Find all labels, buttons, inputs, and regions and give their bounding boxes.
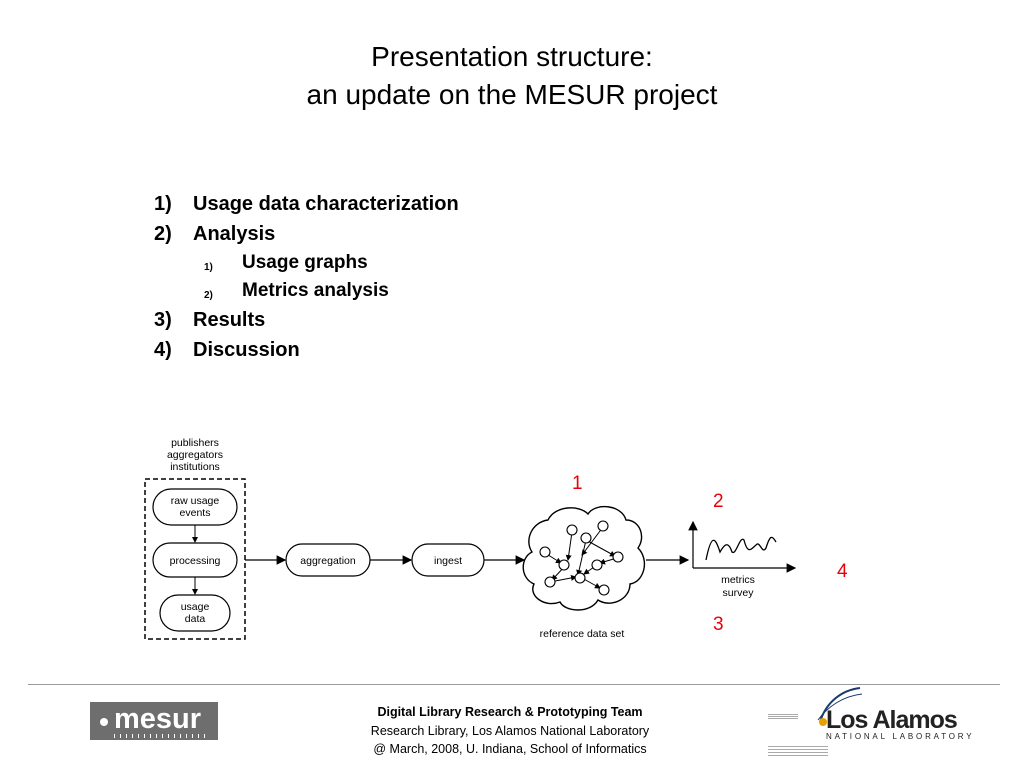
graph-edge: [581, 526, 604, 556]
processing-label: processing: [170, 555, 221, 567]
slide-title-line1: Presentation structure:: [371, 41, 653, 72]
outline-number: 1): [204, 262, 213, 273]
metrics-survey-label-2: survey: [723, 587, 755, 599]
lanl-fineprint-bottom: [768, 746, 828, 756]
reference-data-set-label: reference data set: [540, 628, 625, 640]
lanl-swoosh-icon: [817, 687, 863, 723]
graph-edge: [576, 539, 587, 576]
graph-node: [598, 584, 610, 596]
sources-label-3: institutions: [170, 461, 220, 473]
outline-label: Discussion: [193, 339, 300, 361]
outline-number: 3): [154, 309, 172, 331]
marker-2: 2: [713, 491, 724, 512]
graph-node: [612, 551, 624, 563]
graph-node: [597, 520, 609, 532]
outline-label: Results: [193, 309, 266, 331]
footer-credits: Digital Library Research & Prototyping T…: [300, 703, 720, 759]
graph-node: [539, 546, 551, 558]
metrics-line: [705, 536, 777, 561]
lanl-logo: Los Alamos NATIONAL LABORATORY: [760, 684, 972, 764]
marker-1: 1: [572, 473, 583, 494]
footer-divider: [28, 684, 1000, 685]
mesur-logo-text: mesur: [114, 703, 202, 735]
sources-container: [144, 478, 246, 640]
usage-data-label-2: data: [185, 613, 206, 625]
graph-node: [580, 532, 592, 544]
usage-data-node: [159, 594, 231, 632]
mesur-logo-dot: [100, 718, 108, 726]
slide-title: Presentation structure: an update on the…: [0, 38, 1024, 114]
raw-usage-events-label-1: raw usage: [171, 495, 220, 507]
sources-label-2: aggregators: [167, 449, 223, 461]
outline-label: Analysis: [193, 223, 276, 245]
aggregation-label: aggregation: [300, 555, 356, 567]
outline-list: 1) Usage data characterization 2) Analys…: [154, 193, 459, 361]
lanl-name: Los Alamos: [826, 706, 958, 734]
graph-node: [566, 524, 578, 536]
reference-data-cloud: [522, 505, 646, 611]
outline-label: Usage graphs: [242, 252, 368, 273]
usage-data-label-1: usage: [181, 601, 210, 613]
marker-3: 3: [713, 614, 724, 635]
lanl-subtitle: NATIONAL LABORATORY: [826, 732, 975, 741]
graph-node: [591, 559, 603, 571]
metrics-survey-label-1: metrics: [721, 574, 755, 586]
footer-event: @ March, 2008, U. Indiana, School of Inf…: [373, 742, 647, 756]
outline-number: 1): [154, 193, 172, 215]
sources-label-1: publishers: [171, 437, 219, 449]
ingest-label: ingest: [434, 555, 462, 567]
slide-title-line2: an update on the MESUR project: [306, 79, 718, 110]
footer-team: Digital Library Research & Prototyping T…: [377, 705, 643, 719]
outline-number: 4): [154, 339, 172, 361]
graph-node: [544, 576, 556, 588]
lanl-fineprint-left: [768, 714, 798, 720]
footer-org: Research Library, Los Alamos National La…: [370, 723, 650, 738]
graph-nodes: [539, 520, 624, 596]
outline-label: Metrics analysis: [242, 280, 389, 301]
outline-label: Usage data characterization: [193, 193, 459, 215]
graph-node: [558, 559, 570, 571]
mesur-logo-ticks: [114, 734, 210, 738]
graph-node: [574, 572, 586, 584]
graph-edge: [585, 539, 616, 557]
marker-4: 4: [837, 561, 848, 582]
outline-number: 2): [204, 290, 213, 301]
mesur-logo: mesur: [90, 702, 218, 740]
outline-number: 2): [154, 223, 172, 245]
lanl-dot: [819, 718, 827, 726]
raw-usage-events-label-2: events: [180, 507, 211, 519]
graph-edge: [565, 531, 573, 561]
